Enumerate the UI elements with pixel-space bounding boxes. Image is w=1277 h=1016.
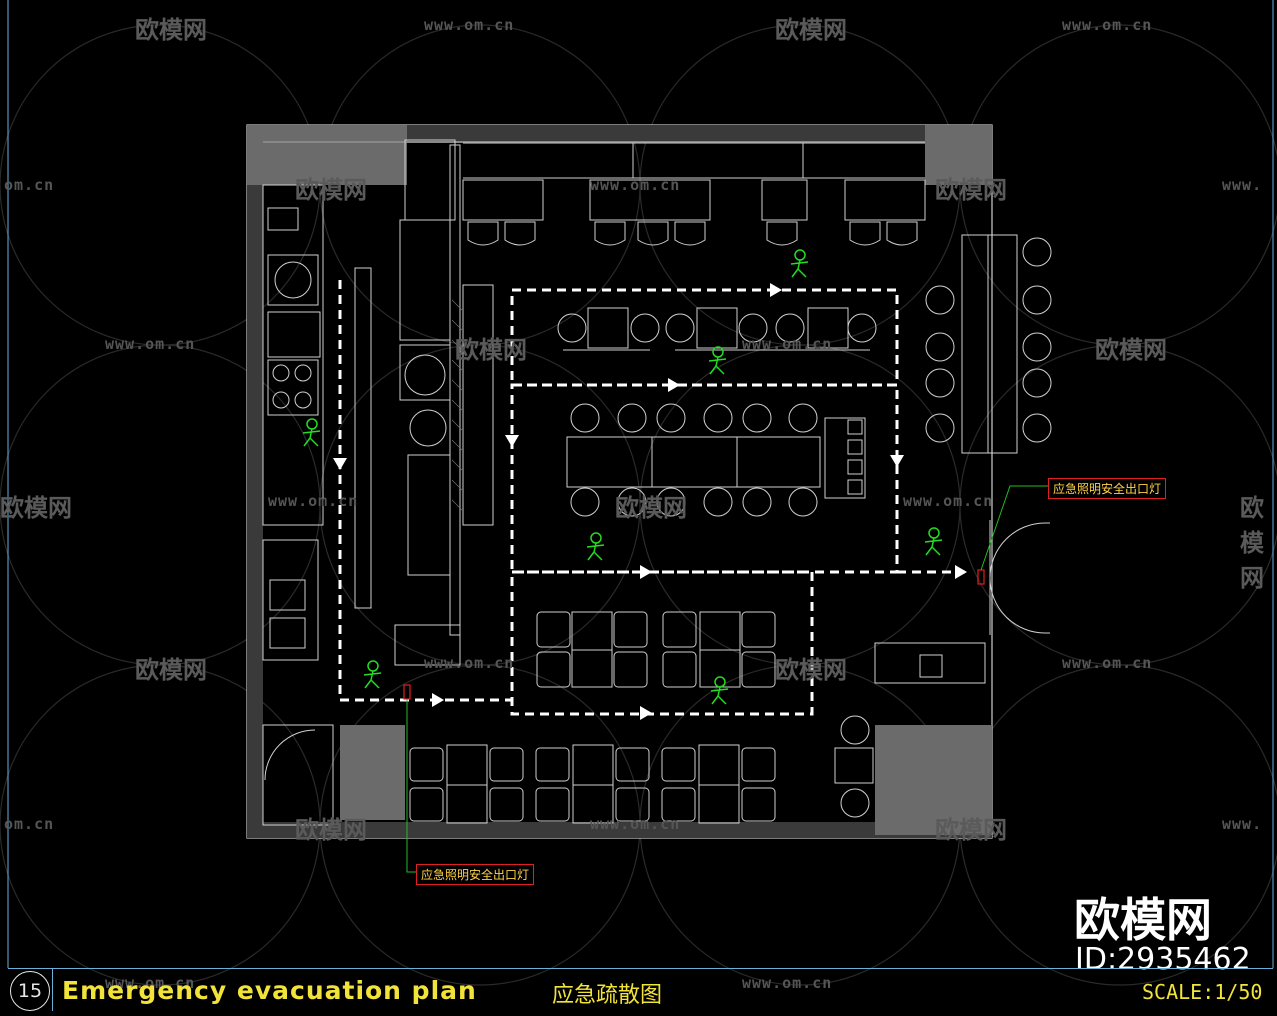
watermark-brand: 欧模网 [615, 494, 687, 522]
watermark-brand: 欧模网 [295, 816, 367, 844]
watermark-site: www. [1222, 176, 1263, 194]
person-running-icons [302, 249, 943, 705]
wall-column-top-left [247, 125, 407, 185]
watermark-site: www.om.cn [590, 815, 681, 833]
bottom-row-tables [409, 715, 874, 824]
watermark-site: www.om.cn [105, 974, 196, 992]
watermark-site: www.om.cn [742, 974, 833, 992]
central-long-table [566, 403, 866, 517]
evacuation-routes [338, 280, 965, 716]
exit-light-label: 应急照明安全出口灯 [416, 864, 535, 885]
watermark-site: www.om.cn [590, 176, 681, 194]
watermark-brand: 欧模网 [775, 656, 847, 684]
watermark-site: www. [1222, 815, 1263, 833]
upper-tables [557, 307, 877, 351]
model-id: ID:2935462 [1075, 942, 1251, 977]
watermark-brand: 欧模网 [775, 16, 847, 44]
right-side-seating [925, 234, 1052, 454]
watermark-site: www.om.cn [424, 654, 515, 672]
watermark-brand: 欧模网 [1240, 494, 1264, 592]
building-walls [246, 124, 993, 839]
evac-loop-upper [510, 288, 899, 387]
exit-light-label: 应急照明安全出口灯 [1048, 478, 1167, 499]
watermark-site: www.om.cn [105, 335, 196, 353]
hatched-counter [451, 299, 463, 511]
watermark-brand: 欧模网 [135, 16, 207, 44]
exit-light-markers [403, 485, 1048, 873]
top-booth-seating [462, 142, 926, 246]
drawing-scale: SCALE:1/50 [1142, 980, 1263, 1004]
kitchen-equipment [262, 139, 494, 826]
watermark-brand: 欧模网 [295, 176, 367, 204]
watermark-brand: 欧模网 [1095, 336, 1167, 364]
wall-column-bottom-left [340, 725, 405, 820]
watermark-site: www.om.cn [268, 492, 359, 510]
watermark-site: www.om.cn [424, 16, 515, 34]
title-bar [8, 968, 1273, 1013]
title-bar-divider [52, 969, 53, 1011]
watermark-site: www.om.cn [1062, 654, 1153, 672]
watermark-site: om.cn [4, 176, 55, 194]
evac-loop-middle [510, 383, 899, 574]
lower-middle-tables [536, 611, 776, 688]
evac-loop-lower [510, 570, 814, 716]
evacuation-arrows [333, 283, 967, 720]
watermark-site: om.cn [4, 815, 55, 833]
drawing-title-en: Emergency evacuation plan [62, 976, 477, 1005]
watermark-brand: 欧模网 [455, 336, 527, 364]
watermark-brand: 欧模网 [135, 656, 207, 684]
watermark-site: www.om.cn [1062, 16, 1153, 34]
entrance-door [874, 520, 1050, 684]
evac-kitchen-route [338, 280, 512, 702]
watermark-circles [0, 24, 1277, 986]
watermark-site: www.om.cn [903, 492, 994, 510]
drawing-title-cn: 应急疏散图 [552, 983, 663, 1008]
watermark-brand: 欧模网 [0, 494, 72, 522]
watermark-brand: 欧模网 [935, 176, 1007, 204]
wall-column-bottom-right [875, 725, 992, 835]
watermark-site: www.om.cn [742, 335, 833, 353]
sheet-number: 15 [10, 971, 50, 1011]
watermark-brand: 欧模网 [935, 816, 1007, 844]
brand-logo-text: 欧模网 [1074, 893, 1212, 947]
wall-column-top-right [925, 125, 992, 185]
